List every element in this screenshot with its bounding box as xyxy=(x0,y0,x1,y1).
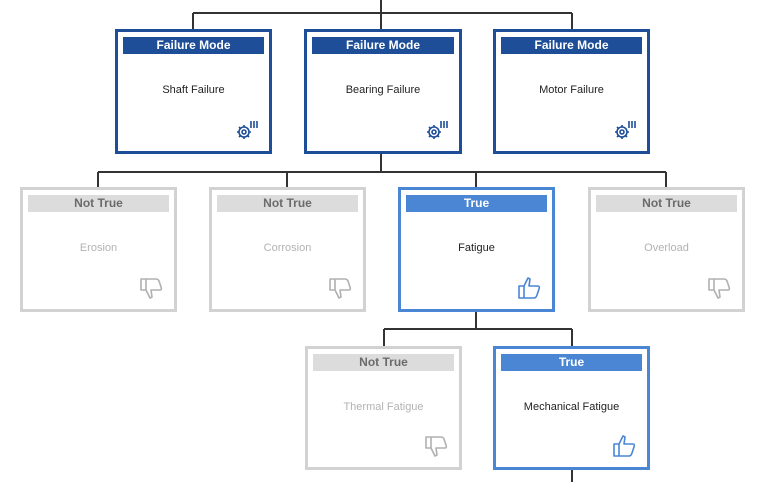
cause-card-fatigue[interactable]: True Fatigue xyxy=(398,187,555,312)
card-header: Failure Mode xyxy=(312,37,454,54)
thumbs-down-icon[interactable] xyxy=(138,275,164,301)
thumbs-up-icon[interactable] xyxy=(611,433,637,459)
card-label: Motor Failure xyxy=(539,84,604,96)
status-header: Not True xyxy=(28,195,169,212)
sub-cause-card-mechanical-fatigue[interactable]: True Mechanical Fatigue xyxy=(493,346,650,470)
thumbs-down-icon[interactable] xyxy=(706,275,732,301)
thumbs-down-icon[interactable] xyxy=(423,433,449,459)
gear-settings-icon[interactable] xyxy=(611,117,637,143)
status-header: True xyxy=(501,354,642,371)
cause-card-overload[interactable]: Not True Overload xyxy=(588,187,745,312)
card-label: Erosion xyxy=(79,242,118,254)
status-header: True xyxy=(406,195,547,212)
card-label: Bearing Failure xyxy=(345,84,421,96)
gear-settings-icon[interactable] xyxy=(233,117,259,143)
thumbs-down-icon[interactable] xyxy=(327,275,353,301)
status-header: Not True xyxy=(313,354,454,371)
card-label: Mechanical Fatigue xyxy=(523,401,620,413)
thumbs-up-icon[interactable] xyxy=(516,275,542,301)
cause-card-corrosion[interactable]: Not True Corrosion xyxy=(209,187,366,312)
card-label: Corrosion xyxy=(263,242,312,254)
status-header: Not True xyxy=(596,195,737,212)
card-label: Overload xyxy=(644,242,689,254)
failure-mode-card-motor[interactable]: Failure Mode Motor Failure xyxy=(493,29,650,154)
gear-settings-icon[interactable] xyxy=(423,117,449,143)
cause-card-erosion[interactable]: Not True Erosion xyxy=(20,187,177,312)
sub-cause-card-thermal-fatigue[interactable]: Not True Thermal Fatigue xyxy=(305,346,462,470)
card-label: Fatigue xyxy=(458,242,495,254)
status-header: Not True xyxy=(217,195,358,212)
card-label: Shaft Failure xyxy=(162,84,225,96)
card-label: Thermal Fatigue xyxy=(343,401,424,413)
failure-mode-card-shaft[interactable]: Failure Mode Shaft Failure xyxy=(115,29,272,154)
card-header: Failure Mode xyxy=(501,37,642,54)
failure-mode-card-bearing[interactable]: Failure Mode Bearing Failure xyxy=(304,29,462,154)
card-header: Failure Mode xyxy=(123,37,264,54)
